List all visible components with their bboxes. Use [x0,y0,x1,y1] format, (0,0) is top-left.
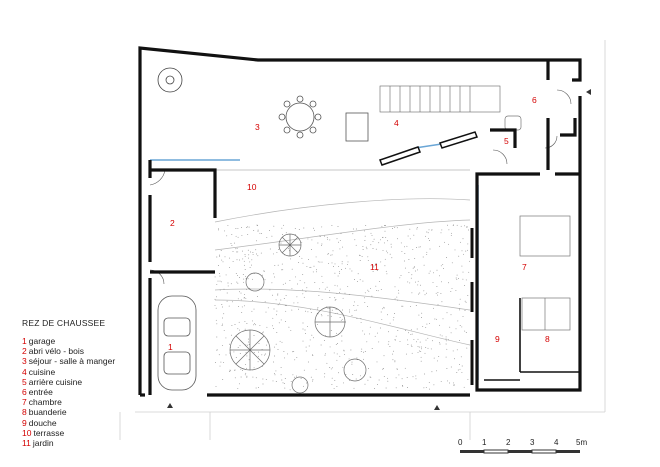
room-number: 6 [532,95,537,105]
legend-label: abri vélo - bois [28,346,85,357]
room-number: 8 [545,334,550,344]
scale-tick-label: 4 [554,438,559,447]
site-lines [119,40,606,440]
legend-label: garage [28,336,56,346]
legend-number: 8 [22,407,27,418]
glazing [150,139,479,380]
legend-number: 6 [22,387,27,398]
garden-vegetation [214,224,471,391]
kitchen-partitions [379,131,478,166]
legend-number: 11 [22,438,31,449]
landscape-lines [214,169,471,346]
scale-bar [460,449,580,454]
legend-number: 1 [22,336,27,346]
legend-label: jardin [32,438,54,449]
legend-label: séjour - salle à manger [28,356,116,367]
room-number: 1 [168,342,173,352]
legend-number: 7 [22,397,27,408]
room-number: 2 [170,218,175,228]
garden-trees [229,233,367,394]
scale-tick-label: 3 [530,438,535,447]
room-number: 7 [522,262,527,272]
legend-number: 5 [22,376,27,387]
legend-number: 9 [22,417,27,428]
room-number: 11 [370,262,379,272]
room-number: 3 [255,122,260,132]
scale-tick-label: 0 [458,438,463,447]
room-number: 4 [394,118,399,128]
bathroom-partitions [484,298,580,381]
scale-tick-label: 1 [482,438,487,447]
legend-number: 3 [22,356,27,367]
dining-table-icon [278,95,369,142]
legend-number: 4 [22,366,27,377]
legend-label: chambre [28,397,62,408]
room-number: 10 [247,182,257,192]
round-feature-icon [157,67,183,93]
legend-label: terrasse [33,427,65,438]
legend-label: douche [28,417,57,428]
legend-label: entrée [28,387,53,398]
room-number: 9 [495,334,500,344]
scale-end-label: 5m [576,438,588,447]
room-number: 5 [504,136,509,146]
legend-number: 10 [22,427,32,438]
plan-title: REZ DE CHAUSSEE [22,318,106,328]
walls [138,46,582,397]
car-icon [157,295,197,391]
legend-label: arrière cuisine [28,376,83,387]
entrance-arrows [167,89,591,410]
staircase [379,85,501,113]
legend-label: cuisine [28,366,56,377]
scale-tick-label: 2 [506,438,511,447]
room-numbers: 1 2 3 4 5 6 7 8 9 10 11 [168,95,550,352]
bedroom-furniture [504,115,571,331]
door-swings [149,89,572,285]
legend-label: buanderie [28,407,67,418]
legend-number: 2 [22,346,27,357]
